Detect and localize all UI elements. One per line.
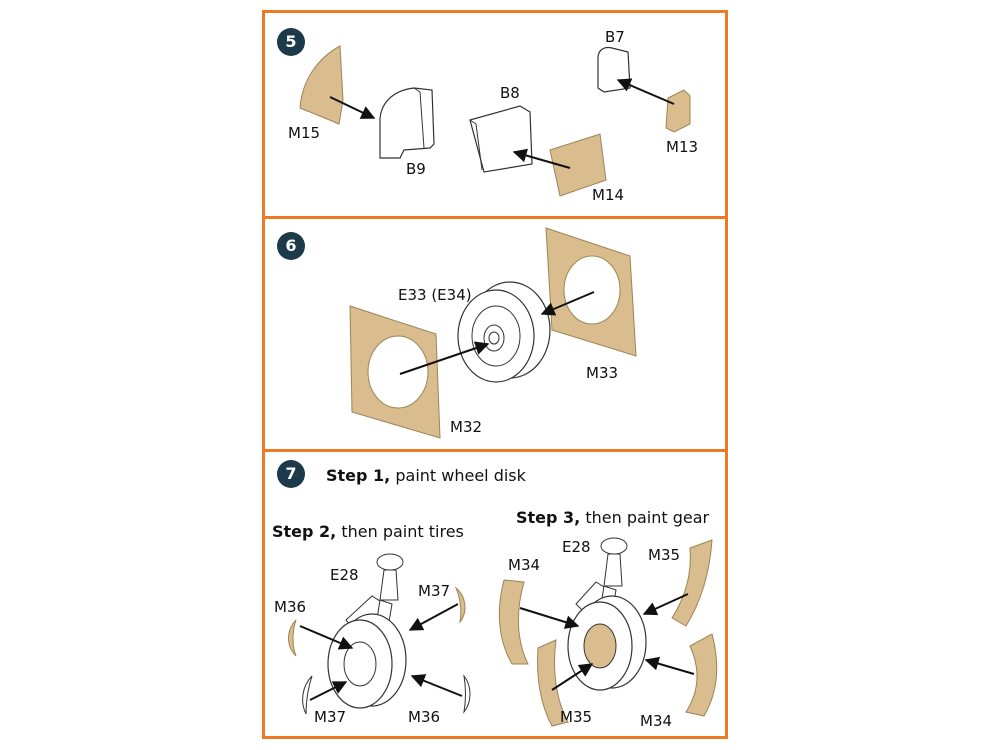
label-m32: M32 [450, 418, 483, 436]
arrow-m34-top [519, 607, 580, 629]
arrow-m15-b9 [329, 96, 376, 119]
step-2-bold: Step 2, [272, 522, 337, 541]
arrow-m36-left [299, 625, 354, 650]
part-m36-bottom [463, 674, 471, 714]
part-m34-top [498, 579, 529, 665]
label-m36-left: M36 [274, 598, 307, 616]
arrow-m36-bottom [410, 674, 463, 697]
label-m15: M15 [288, 124, 321, 142]
label-m35-bottom: M35 [560, 708, 593, 726]
label-e33: E33 (E34) [398, 286, 472, 304]
step-3-bold: Step 3, [516, 508, 581, 527]
part-b9 [379, 87, 435, 159]
step-7-badge: 7 [277, 460, 305, 488]
step-2-text: Step 2, then paint tires [272, 522, 464, 541]
step-1-bold: Step 1, [326, 466, 391, 485]
arrow-m13-b7 [616, 78, 675, 105]
part-b7 [597, 46, 631, 93]
label-m36-bottom: M36 [408, 708, 441, 726]
arrow-m37-bottom [309, 681, 348, 701]
part-b8 [469, 105, 533, 173]
part-m15 [299, 45, 344, 125]
arrow-m14-b8 [512, 148, 571, 169]
label-e28-right: E28 [562, 538, 591, 556]
part-m35-bottom [537, 639, 569, 727]
label-m34-bottom: M34 [640, 712, 673, 730]
part-m35-top [671, 539, 713, 627]
step-5-badge: 5 [277, 28, 305, 56]
step-2-rest: then paint tires [336, 522, 464, 541]
label-b9: B9 [406, 160, 426, 178]
label-b8: B8 [500, 84, 520, 102]
label-m37-right: M37 [418, 582, 451, 600]
label-m37-bottom: M37 [314, 708, 347, 726]
arrow-m35-bottom [551, 663, 594, 691]
part-m37-bottom [302, 675, 313, 715]
landing-gear-right [567, 537, 647, 691]
part-m34-bottom [685, 633, 718, 717]
part-m14 [549, 133, 607, 197]
arrow-m32-wheel [399, 341, 490, 375]
label-m14: M14 [592, 186, 625, 204]
arrow-m37-right [408, 603, 459, 631]
part-m13 [665, 89, 691, 133]
part-m36-left [288, 619, 297, 657]
label-m33: M33 [586, 364, 619, 382]
step-6-badge: 6 [277, 232, 305, 260]
arrow-m33-wheel [540, 291, 595, 316]
label-e28-left: E28 [330, 566, 359, 584]
part-e33-wheel [457, 281, 551, 383]
step-3-rest: then paint gear [580, 508, 710, 527]
label-b7: B7 [605, 28, 625, 46]
step-1-text: Step 1, paint wheel disk [326, 466, 526, 485]
arrow-m35-top [642, 593, 689, 616]
step-1-rest: paint wheel disk [390, 466, 526, 485]
part-m37-right [454, 586, 466, 624]
step-3-text: Step 3, then paint gear [516, 508, 709, 527]
label-m35-top: M35 [648, 546, 681, 564]
label-m34-top: M34 [508, 556, 541, 574]
arrow-m34-bottom [644, 656, 695, 675]
label-m13: M13 [666, 138, 699, 156]
